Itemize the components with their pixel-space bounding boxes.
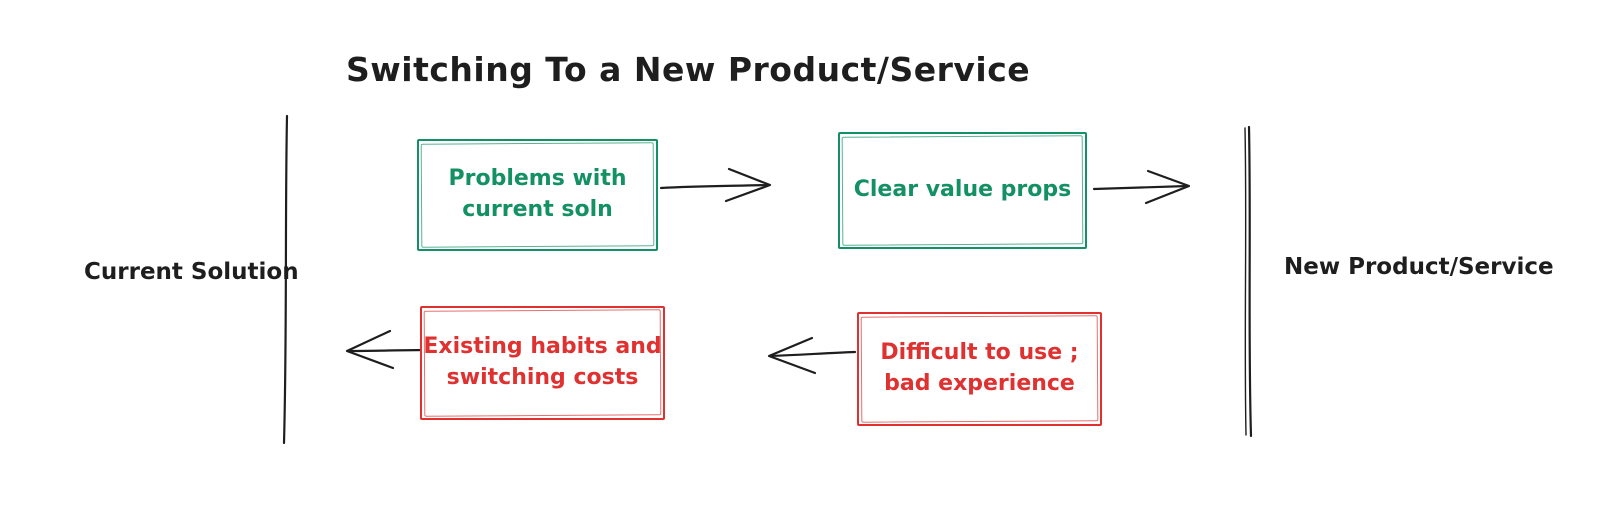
box-clear-value-props: Clear value props [838,132,1087,249]
arrow-existing-habits-to-current-solution [345,329,430,370]
arrow-problems-to-clear-value [659,167,772,203]
lane-label-current-solution: Current Solution [84,259,299,285]
box-existing-habits-switching-costs: Existing habits and switching costs [420,306,665,420]
box-text-line: Difficult to use ; [880,340,1079,366]
current-solution-lane-line [282,114,289,445]
box-text-line: current soln [462,197,613,222]
box-text-line: bad experience [884,371,1075,396]
arrow-difficult-to-existing-habits [767,336,857,375]
arrow-clear-value-to-new-product [1092,169,1191,205]
box-difficult-to-use-bad-experience: Difficult to use ; bad experience [857,312,1102,426]
diagram-title: Switching To a New Product/Service [346,50,1031,89]
new-product-lane-line [1247,125,1253,438]
box-problems-with-current-soln: Problems with current soln [417,139,658,251]
box-text-line: Problems with [448,166,627,192]
new-product-lane-line-second-stroke [1244,127,1247,436]
box-text-line: Clear value props [853,177,1072,203]
lane-label-new-product-service: New Product/Service [1284,254,1554,280]
box-text-line: Existing habits and [423,334,662,360]
box-text-line: switching costs [446,365,639,390]
